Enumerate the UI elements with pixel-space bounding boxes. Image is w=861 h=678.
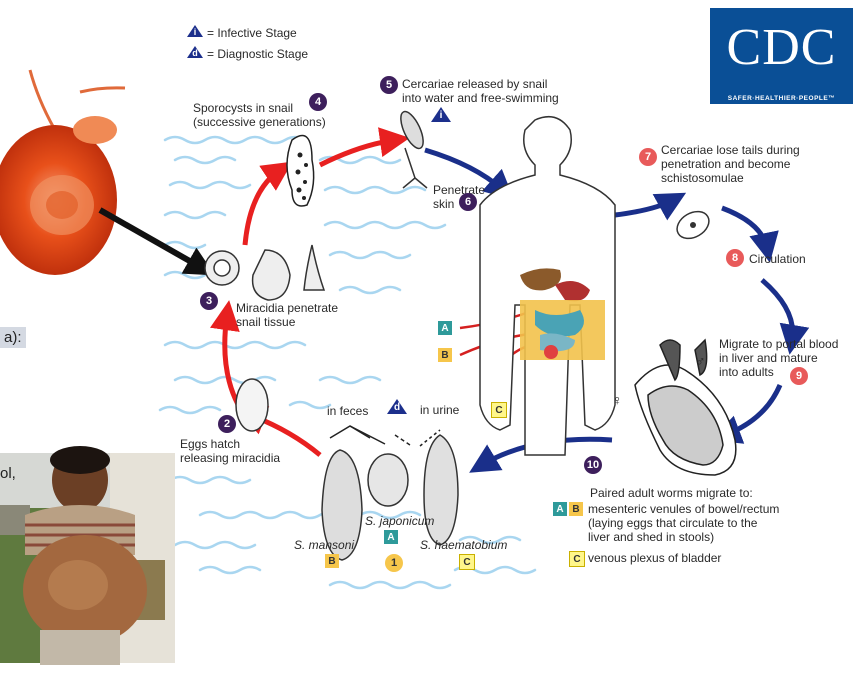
legend-diagnostic <box>186 45 204 64</box>
tag-a-organ: A <box>438 321 452 335</box>
cdc-logo: CDC SAFER·HEALTHIER·PEOPLE™ <box>710 8 853 104</box>
worm-site-ab: mesenteric venules of bowel/rectum (layi… <box>588 502 780 544</box>
step-4-label: Sporocysts in snail (successive generati… <box>193 101 326 129</box>
mansoni-label: S. mansoni <box>294 538 355 552</box>
diagnostic-glyph: d <box>192 48 198 58</box>
in-feces-label: in feces <box>327 404 369 418</box>
step-2-label: Eggs hatch releasing miracidia <box>180 437 281 465</box>
male-symbol: ♂ <box>695 353 706 369</box>
step-10-badge: 10 <box>584 456 602 474</box>
japonicum-label: S. japonicum <box>365 514 435 528</box>
eggs-drawing <box>321 434 459 561</box>
step-6-badge: 6 <box>459 193 477 211</box>
diagnostic-marker-glyph: d <box>393 402 401 413</box>
step-5-infective-marker <box>430 106 452 128</box>
haematobium-label: S. haematobium <box>420 538 508 552</box>
snail-species-drawing <box>204 244 326 301</box>
tag-a-worms: A <box>553 502 567 516</box>
tag-b-organ: B <box>438 348 452 362</box>
cercaria-drawing <box>400 110 428 189</box>
female-symbol: ♀ <box>612 392 623 408</box>
pointer-arrow <box>98 207 216 276</box>
step-3-label: Miracidia penetrate snail tissue <box>236 301 339 329</box>
diagnostic-triangle-icon <box>387 399 407 414</box>
step-4-badge: 4 <box>309 93 327 111</box>
step-10-label: Paired adult worms migrate to: <box>590 486 753 500</box>
step-8-badge: 8 <box>726 249 744 267</box>
adult-worms-drawing <box>634 338 737 476</box>
red-arrows <box>210 127 410 457</box>
diagnostic-marker <box>386 398 408 420</box>
step-5-infective-glyph: i <box>439 110 443 121</box>
tag-a-egg: A <box>384 530 398 544</box>
schistosomulum-drawing <box>676 210 710 240</box>
legend-infective <box>186 24 204 43</box>
side-fragment-b: ol, <box>0 465 16 482</box>
step-9-label: Migrate to portal blood in liver and mat… <box>719 337 839 379</box>
sporocyst-drawing <box>286 134 315 207</box>
water-waves <box>158 135 537 590</box>
diagnostic-triangle-icon <box>187 46 203 58</box>
tag-b-worms: B <box>569 502 583 516</box>
step-1-badge: 1 <box>385 554 403 572</box>
step-2-badge: 2 <box>218 415 236 433</box>
tag-c-egg: C <box>459 554 475 570</box>
step-7-badge: 7 <box>639 148 657 166</box>
legend-diagnostic-label: = Diagnostic Stage <box>207 47 309 61</box>
tag-b-egg: B <box>325 554 339 568</box>
step-7-label: Cercariae lose tails during penetration … <box>661 143 800 185</box>
infective-glyph: i <box>193 27 197 37</box>
snail-photo <box>0 69 126 275</box>
hatching-egg-drawing <box>235 378 269 432</box>
step-8-label: Circulation <box>749 252 806 266</box>
tag-c-worms: C <box>569 551 585 567</box>
worm-site-c: venous plexus of bladder <box>588 551 722 565</box>
legend-infective-label: = Infective Stage <box>207 26 297 40</box>
child-photo <box>0 446 175 665</box>
step-5-badge: 5 <box>380 76 398 94</box>
step-9-badge: 9 <box>790 367 808 385</box>
in-urine-label: in urine <box>420 403 460 417</box>
cdc-logo-text: CDC <box>726 19 837 76</box>
infective-triangle-icon <box>187 25 203 37</box>
step-5-label: Cercariae released by snail into water a… <box>402 77 559 105</box>
side-fragment-a: a): <box>0 327 26 348</box>
tag-c-organ: C <box>491 402 507 418</box>
step-3-badge: 3 <box>200 292 218 310</box>
organs <box>520 268 605 360</box>
cdc-tagline: SAFER·HEALTHIER·PEOPLE™ <box>727 95 836 102</box>
infective-triangle-icon <box>431 107 451 122</box>
